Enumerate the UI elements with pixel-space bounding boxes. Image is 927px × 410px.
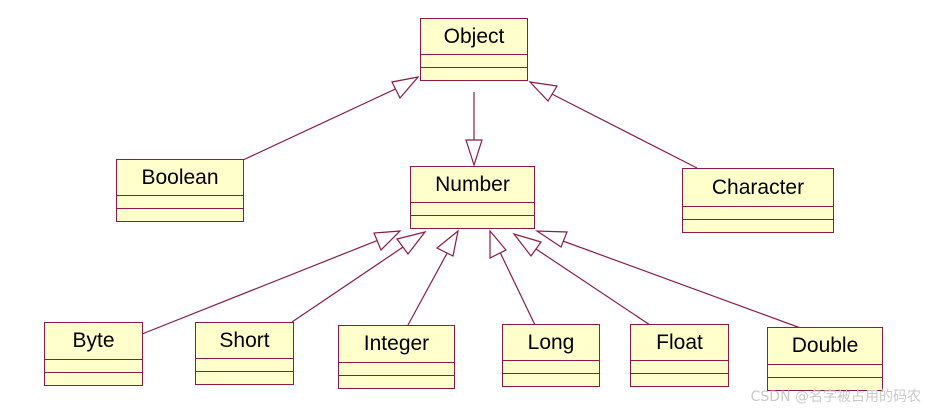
class-short-operations xyxy=(196,372,293,384)
class-double-name: Double xyxy=(768,328,882,365)
class-long-operations xyxy=(503,374,599,386)
class-byte-name: Byte xyxy=(45,323,142,360)
class-number[interactable]: Number xyxy=(410,166,535,229)
class-long-attributes xyxy=(503,361,599,374)
class-short-attributes xyxy=(196,359,293,372)
class-object[interactable]: Object xyxy=(420,18,528,81)
arrowhead-double-number xyxy=(534,230,568,248)
class-number-attributes xyxy=(411,203,534,216)
class-double-attributes xyxy=(768,365,882,378)
arrowhead-byte-number xyxy=(373,230,402,252)
class-number-operations xyxy=(411,216,534,228)
class-boolean-operations xyxy=(117,209,243,221)
class-byte-attributes xyxy=(45,360,142,373)
class-boolean-attributes xyxy=(117,196,243,209)
class-byte-operations xyxy=(45,373,142,385)
class-character-attributes xyxy=(683,207,833,220)
class-boolean-name: Boolean xyxy=(117,160,243,196)
class-object-operations xyxy=(421,68,527,80)
arrowhead-integer-number xyxy=(435,229,459,257)
class-long[interactable]: Long xyxy=(502,324,600,387)
class-boolean[interactable]: Boolean xyxy=(116,159,244,222)
class-long-name: Long xyxy=(503,325,599,361)
edge-byte-number xyxy=(141,236,387,335)
class-character-name: Character xyxy=(683,169,833,207)
class-double[interactable]: Double xyxy=(767,327,883,391)
arrowhead-boolean-object xyxy=(391,76,420,100)
class-object-name: Object xyxy=(421,19,527,55)
class-object-attributes xyxy=(421,55,527,68)
edge-boolean-object xyxy=(242,84,405,161)
arrowhead-character-object xyxy=(528,81,558,102)
class-integer-operations xyxy=(339,376,454,388)
class-short-name: Short xyxy=(196,323,293,359)
class-byte[interactable]: Byte xyxy=(44,322,143,386)
edge-float-number xyxy=(526,242,651,326)
arrowhead-long-number xyxy=(489,229,507,259)
edge-integer-number xyxy=(407,245,452,326)
class-short[interactable]: Short xyxy=(195,322,294,385)
class-character-operations xyxy=(683,220,833,232)
class-float-operations xyxy=(631,374,728,386)
edge-character-object xyxy=(543,89,698,169)
class-character[interactable]: Character xyxy=(682,168,834,233)
arrowhead-number-object xyxy=(465,139,483,167)
class-float-name: Float xyxy=(631,325,728,361)
edge-short-number xyxy=(291,240,413,323)
class-float-attributes xyxy=(631,361,728,374)
class-integer[interactable]: Integer xyxy=(338,325,455,389)
arrowhead-short-number xyxy=(395,230,427,255)
class-integer-name: Integer xyxy=(339,326,454,363)
class-float[interactable]: Float xyxy=(630,324,729,387)
edge-long-number xyxy=(496,245,536,326)
edge-double-number xyxy=(551,236,807,331)
class-integer-attributes xyxy=(339,363,454,376)
watermark-text: CSDN @名字被占用的码农 xyxy=(750,389,921,405)
arrowhead-float-number xyxy=(512,232,542,258)
class-number-name: Number xyxy=(411,167,534,203)
